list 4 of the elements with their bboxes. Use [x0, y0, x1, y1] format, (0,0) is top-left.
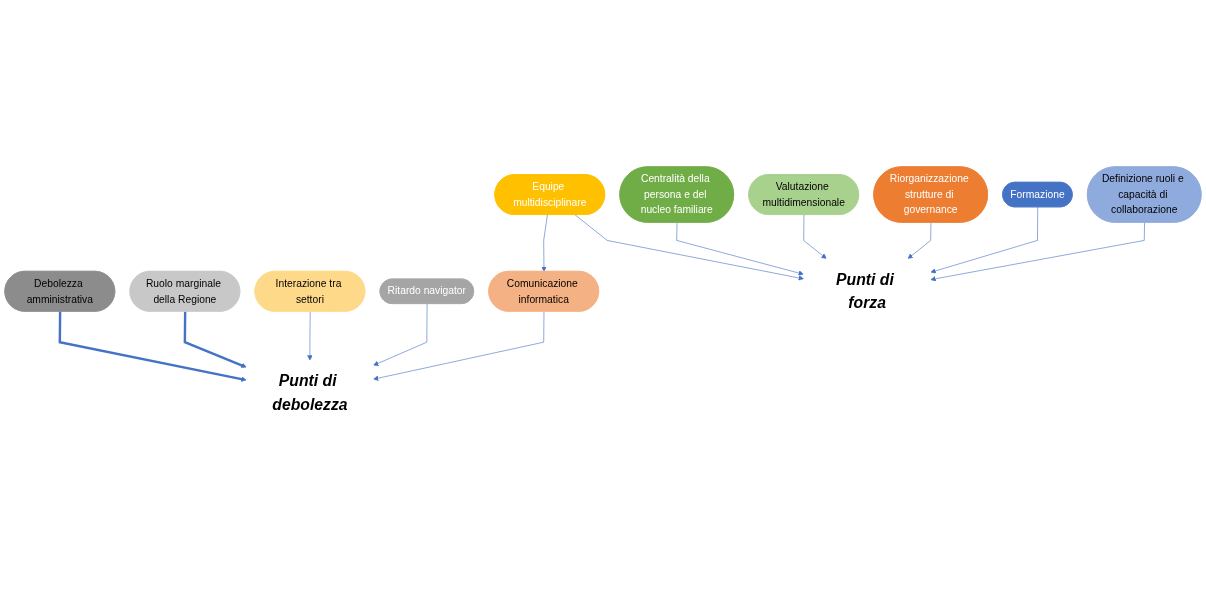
- arrow: [183, 311, 247, 368]
- node-text: Punti di forza: [836, 269, 894, 312]
- arrow: [58, 311, 247, 382]
- node-text: Punti di debolezza: [272, 371, 348, 414]
